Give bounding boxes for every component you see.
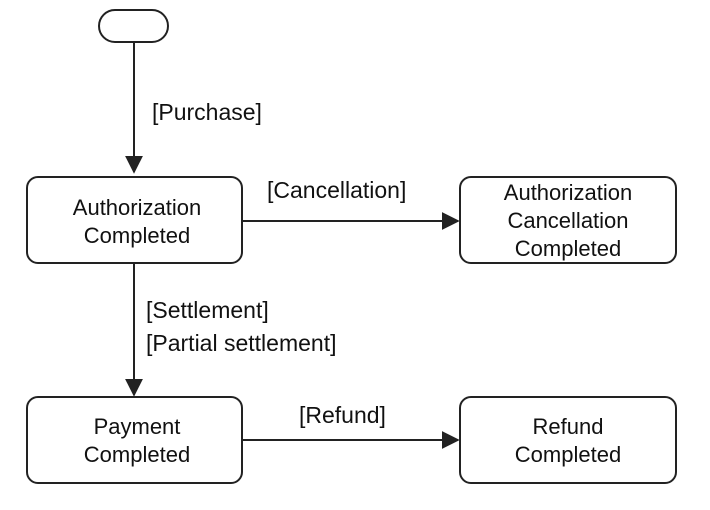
start-node bbox=[98, 9, 169, 43]
node-label-line-2: Cancellation bbox=[507, 208, 628, 233]
node-authorization-completed: Authorization Completed bbox=[26, 176, 243, 264]
node-authorization-cancellation-completed: Authorization Cancellation Completed bbox=[459, 176, 677, 264]
cancellation-label: [Cancellation] bbox=[267, 177, 406, 203]
node-label-line-1: Refund bbox=[533, 414, 604, 439]
node-label-line-1: Authorization bbox=[504, 180, 632, 205]
node-label-line-2: Completed bbox=[515, 442, 621, 467]
node-label-line-2: Completed bbox=[84, 442, 190, 467]
node-payment-completed: Payment Completed bbox=[26, 396, 243, 484]
node-box bbox=[459, 396, 677, 484]
node-label-line-2: Completed bbox=[84, 223, 190, 248]
node-label-line-3: Completed bbox=[515, 236, 621, 261]
node-box bbox=[459, 176, 677, 264]
node-box bbox=[26, 176, 243, 264]
node-label-line-1: Authorization bbox=[73, 195, 201, 220]
partial-settlement-label: [Partial settlement] bbox=[146, 330, 336, 356]
settlement-label: [Settlement] bbox=[146, 297, 269, 323]
node-label-line-1: Payment bbox=[94, 414, 181, 439]
node-refund-completed: Refund Completed bbox=[459, 396, 677, 484]
purchase-label: [Purchase] bbox=[152, 99, 262, 125]
node-box bbox=[26, 396, 243, 484]
refund-label: [Refund] bbox=[299, 402, 386, 428]
